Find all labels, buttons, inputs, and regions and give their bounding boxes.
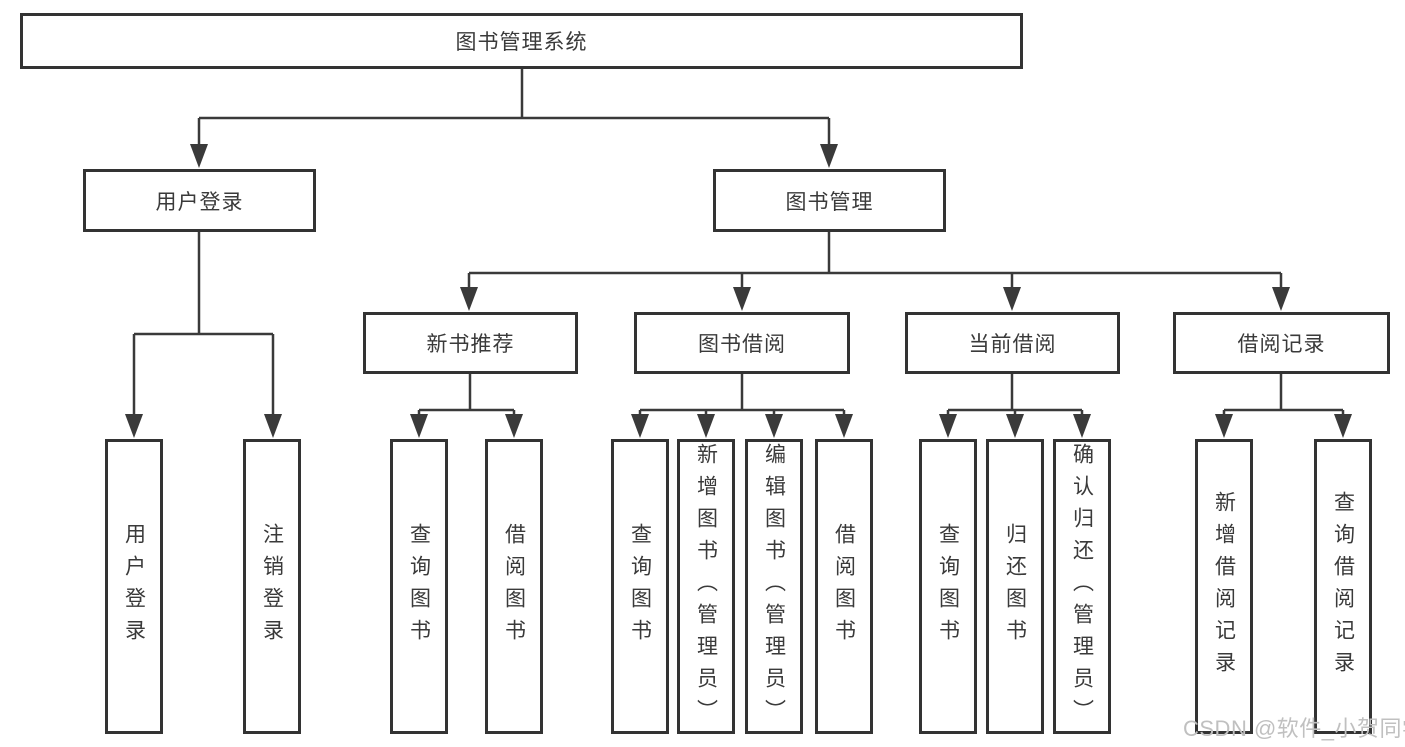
leaf-user-login-label: 用户登录: [122, 522, 146, 651]
leaf-borrow-books-recommend-label: 借阅图书: [502, 522, 526, 651]
leaf-add-book-admin: 新增图书（管理员）: [677, 439, 735, 734]
leaf-return-books-label: 归还图书: [1003, 522, 1027, 651]
node-current-borrow: 当前借阅: [905, 312, 1120, 374]
leaf-add-borrow-record-label: 新增借阅记录: [1212, 490, 1236, 683]
leaf-borrow-books: 借阅图书: [815, 439, 873, 734]
leaf-return-books: 归还图书: [986, 439, 1044, 734]
leaf-borrow-books-recommend: 借阅图书: [485, 439, 543, 734]
node-root-label: 图书管理系统: [455, 31, 588, 54]
leaf-query-borrow-record: 查询借阅记录: [1314, 439, 1372, 734]
node-book-borrow-label: 图书借阅: [698, 333, 786, 356]
node-root-library-system: 图书管理系统: [20, 13, 1023, 69]
leaf-confirm-return-admin-label: 确认归还（管理员）: [1070, 442, 1094, 731]
leaf-add-borrow-record: 新增借阅记录: [1195, 439, 1253, 734]
csdn-watermark: CSDN @软件_小贺同学: [1183, 716, 1405, 741]
leaf-query-borrow-record-label: 查询借阅记录: [1331, 490, 1355, 683]
leaf-query-books-current: 查询图书: [919, 439, 977, 734]
leaf-add-book-admin-label: 新增图书（管理员）: [694, 442, 718, 731]
leaf-query-books-recommend-label: 查询图书: [407, 522, 431, 651]
node-new-book-recommend: 新书推荐: [363, 312, 578, 374]
node-book-management-label: 图书管理: [785, 190, 874, 214]
node-user-login-label: 用户登录: [155, 190, 244, 214]
leaf-borrow-books-label: 借阅图书: [832, 522, 856, 651]
leaf-query-books-current-label: 查询图书: [936, 522, 960, 651]
leaf-edit-book-admin-label: 编辑图书（管理员）: [762, 442, 786, 731]
node-new-book-recommend-label: 新书推荐: [426, 333, 515, 356]
leaf-logout: 注销登录: [243, 439, 301, 734]
node-user-login: 用户登录: [83, 169, 316, 232]
leaf-edit-book-admin: 编辑图书（管理员）: [745, 439, 803, 734]
node-current-borrow-label: 当前借阅: [968, 333, 1057, 356]
leaf-query-books-borrow-label: 查询图书: [628, 522, 652, 651]
leaf-logout-label: 注销登录: [260, 522, 284, 651]
node-book-management: 图书管理: [713, 169, 946, 232]
node-borrow-records: 借阅记录: [1173, 312, 1390, 374]
leaf-confirm-return-admin: 确认归还（管理员）: [1053, 439, 1111, 734]
leaf-query-books-recommend: 查询图书: [390, 439, 448, 734]
node-borrow-records-label: 借阅记录: [1237, 333, 1326, 356]
leaf-query-books-borrow: 查询图书: [611, 439, 669, 734]
leaf-user-login: 用户登录: [105, 439, 163, 734]
node-book-borrow: 图书借阅: [634, 312, 850, 374]
